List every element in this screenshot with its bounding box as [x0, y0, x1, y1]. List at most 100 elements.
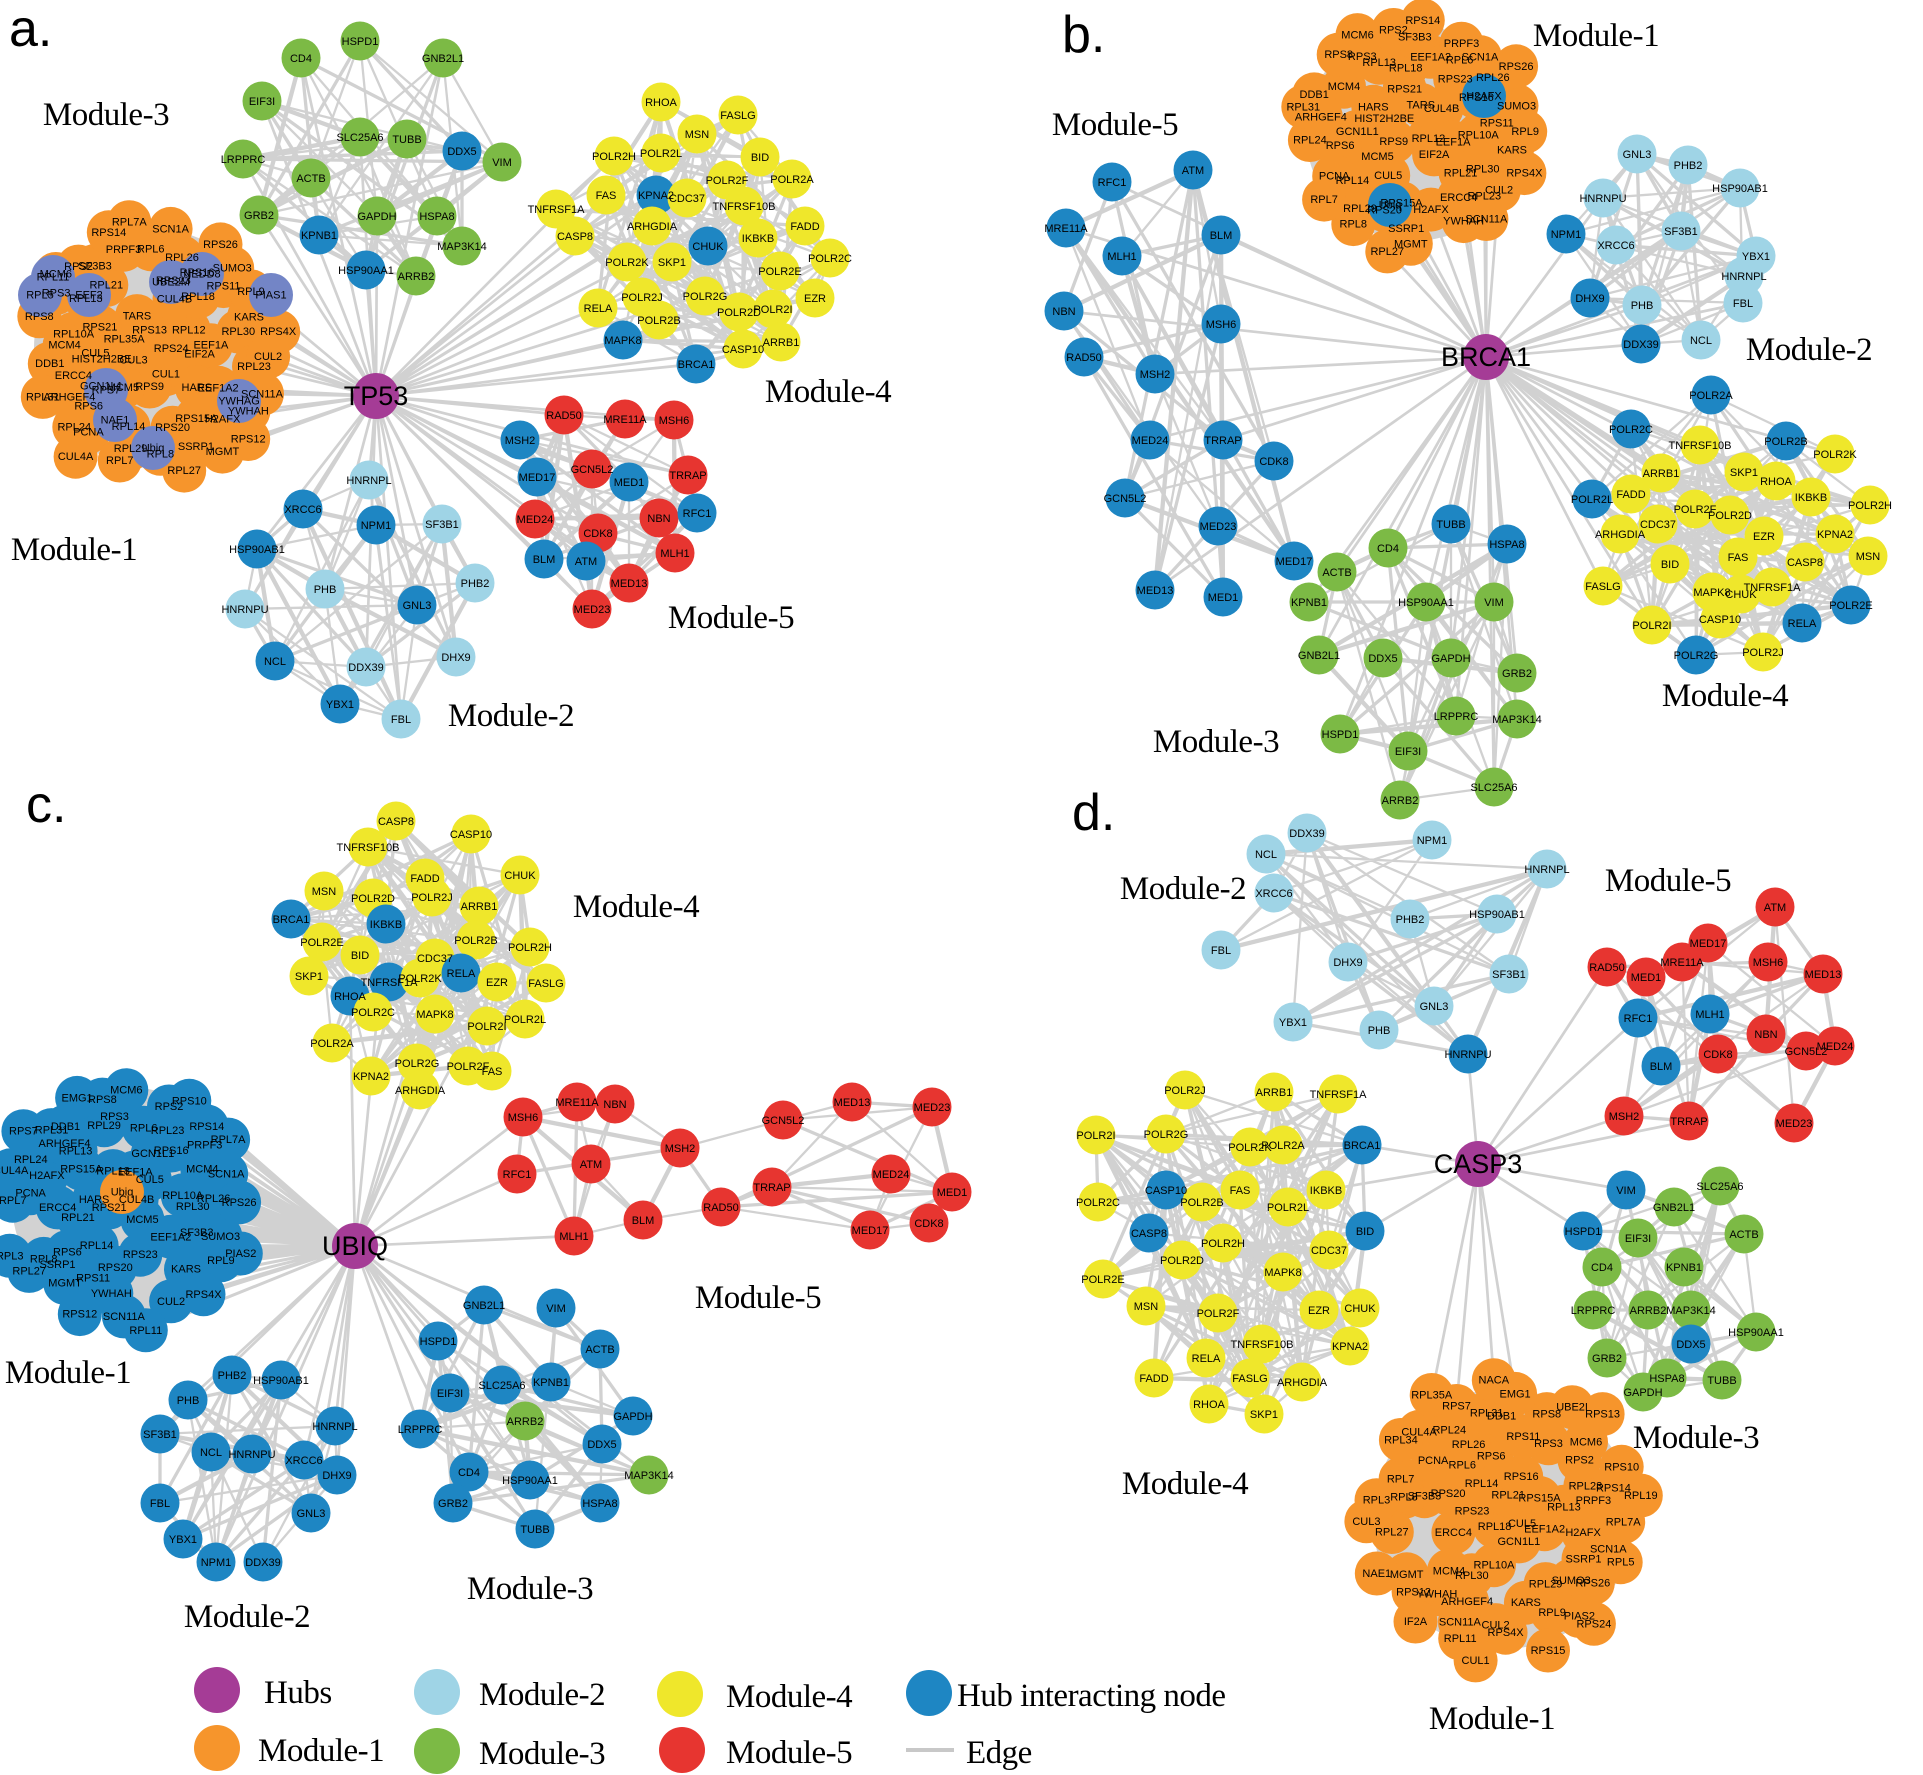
svg-text:RPL27: RPL27 [12, 1265, 46, 1277]
svg-text:RPL13: RPL13 [59, 1146, 93, 1158]
svg-text:EEF1A: EEF1A [193, 340, 229, 352]
svg-text:PHB2: PHB2 [1674, 160, 1703, 172]
svg-text:CUL4B: CUL4B [119, 1194, 154, 1206]
svg-text:BLM: BLM [1650, 1061, 1673, 1073]
svg-text:RPS26: RPS26 [222, 1197, 257, 1209]
svg-text:FADD: FADD [1616, 489, 1645, 501]
svg-text:MSH6: MSH6 [1206, 319, 1237, 331]
svg-text:EEF1A: EEF1A [1436, 137, 1472, 149]
svg-text:RPS11: RPS11 [1480, 118, 1514, 130]
svg-text:RPS11: RPS11 [76, 1272, 110, 1284]
svg-text:RPS24: RPS24 [154, 343, 189, 355]
svg-text:RPL14: RPL14 [1465, 1478, 1499, 1490]
svg-text:RPS8: RPS8 [1532, 1409, 1561, 1421]
svg-text:MCM4: MCM4 [186, 1164, 218, 1176]
svg-text:GRB2: GRB2 [1502, 668, 1532, 680]
svg-text:RPL10A: RPL10A [1474, 1560, 1516, 1572]
svg-text:KPNA2: KPNA2 [1817, 529, 1853, 541]
svg-text:SCN11A: SCN11A [103, 1311, 146, 1323]
svg-text:FBL: FBL [391, 714, 411, 726]
svg-text:Module-3: Module-3 [1153, 724, 1279, 760]
svg-text:MRE11A: MRE11A [1044, 223, 1088, 235]
svg-text:HSP90AB1: HSP90AB1 [1712, 183, 1768, 195]
svg-text:RPS11: RPS11 [206, 281, 240, 293]
svg-text:HARS: HARS [182, 382, 213, 394]
svg-text:DDB1: DDB1 [35, 358, 64, 370]
svg-text:GRB2: GRB2 [244, 210, 274, 222]
svg-text:LRPPRC: LRPPRC [398, 1424, 443, 1436]
svg-text:RPL14: RPL14 [1336, 175, 1370, 187]
svg-text:SCN11A: SCN11A [241, 388, 284, 400]
svg-text:ERCC4: ERCC4 [1435, 1527, 1472, 1539]
svg-text:RPS3: RPS3 [42, 288, 71, 300]
svg-text:RPL24: RPL24 [1293, 135, 1327, 147]
svg-text:RPS6: RPS6 [74, 400, 103, 412]
svg-text:ATM: ATM [1764, 902, 1786, 914]
svg-text:HSP90AB1: HSP90AB1 [1469, 909, 1525, 921]
svg-text:CASP8: CASP8 [378, 816, 414, 828]
svg-text:SLC25A6: SLC25A6 [1470, 782, 1517, 794]
svg-text:CASP8: CASP8 [1787, 557, 1823, 569]
svg-text:POLR2I: POLR2I [753, 304, 792, 316]
svg-text:H2AFX: H2AFX [1413, 204, 1449, 216]
svg-text:BID: BID [1661, 559, 1679, 571]
svg-text:BID: BID [351, 950, 369, 962]
svg-text:MAP3K14: MAP3K14 [1666, 1305, 1716, 1317]
svg-text:EIF3I: EIF3I [1395, 746, 1421, 758]
svg-text:POLR2F: POLR2F [706, 175, 749, 187]
svg-text:RPL19: RPL19 [1624, 1490, 1658, 1502]
svg-text:SSRP1: SSRP1 [1565, 1553, 1601, 1565]
svg-text:RPS23: RPS23 [1455, 1505, 1490, 1517]
svg-text:GRB2: GRB2 [438, 1498, 468, 1510]
svg-text:Module-3: Module-3 [1633, 1420, 1759, 1456]
svg-text:POLR2I: POLR2I [1076, 1130, 1115, 1142]
svg-text:GCN1L1: GCN1L1 [80, 381, 123, 393]
svg-text:NACA: NACA [1479, 1375, 1510, 1387]
svg-text:POLR2L: POLR2L [504, 1014, 546, 1026]
svg-text:RPS11: RPS11 [1506, 1431, 1540, 1443]
svg-text:RPL9: RPL9 [1511, 126, 1539, 138]
svg-text:RPL27: RPL27 [1370, 246, 1404, 258]
svg-text:EEF1A2: EEF1A2 [150, 1231, 191, 1243]
svg-text:MRE11A: MRE11A [1660, 957, 1704, 969]
svg-text:DDX5: DDX5 [1368, 653, 1397, 665]
svg-text:RPS12: RPS12 [231, 434, 266, 446]
svg-text:GNL3: GNL3 [1420, 1001, 1449, 1013]
svg-text:MLH1: MLH1 [660, 548, 689, 560]
svg-text:EMG1: EMG1 [1500, 1388, 1531, 1400]
svg-text:BRCA1: BRCA1 [678, 359, 715, 371]
svg-text:TP53: TP53 [344, 381, 409, 411]
svg-text:PHB: PHB [1631, 300, 1654, 312]
svg-text:ARHGEF4: ARHGEF4 [1441, 1596, 1493, 1608]
svg-text:RPS8: RPS8 [1324, 49, 1353, 61]
svg-text:EZR: EZR [486, 977, 508, 989]
svg-text:HSPA8: HSPA8 [1489, 539, 1524, 551]
svg-text:RPL9: RPL9 [1538, 1607, 1566, 1619]
svg-text:POLR2C: POLR2C [351, 1007, 395, 1019]
svg-text:Module-3: Module-3 [467, 1571, 593, 1607]
svg-text:POLR2K: POLR2K [398, 973, 442, 985]
svg-text:TNFRSF10B: TNFRSF10B [1231, 1339, 1294, 1351]
svg-text:RAD50: RAD50 [703, 1202, 738, 1214]
svg-text:RPS7: RPS7 [1442, 1401, 1471, 1413]
svg-text:RPS15: RPS15 [1531, 1645, 1566, 1657]
svg-text:Module-4: Module-4 [1122, 1466, 1248, 1502]
svg-text:ERCC4: ERCC4 [1440, 192, 1477, 204]
svg-text:NCL: NCL [1690, 335, 1712, 347]
svg-text:POLR2J: POLR2J [1164, 1085, 1206, 1097]
svg-text:MCM6: MCM6 [1341, 30, 1373, 42]
svg-text:Module-4: Module-4 [765, 374, 891, 410]
svg-text:PHB2: PHB2 [461, 578, 490, 590]
svg-text:TRRAP: TRRAP [1670, 1116, 1707, 1128]
svg-text:RPS23: RPS23 [123, 1249, 158, 1261]
svg-text:RFC1: RFC1 [1624, 1013, 1653, 1025]
svg-text:CASP10: CASP10 [1145, 1185, 1187, 1197]
svg-text:RPL18: RPL18 [1389, 63, 1423, 75]
svg-text:MCM4: MCM4 [1433, 1565, 1465, 1577]
svg-text:SUMO3: SUMO3 [201, 1231, 240, 1243]
svg-text:RFC1: RFC1 [683, 508, 712, 520]
svg-text:RHOA: RHOA [645, 97, 677, 109]
svg-text:RPL31: RPL31 [1470, 1408, 1504, 1420]
svg-text:ARHGEF4: ARHGEF4 [1295, 112, 1347, 124]
svg-text:CUL1: CUL1 [1462, 1655, 1490, 1667]
